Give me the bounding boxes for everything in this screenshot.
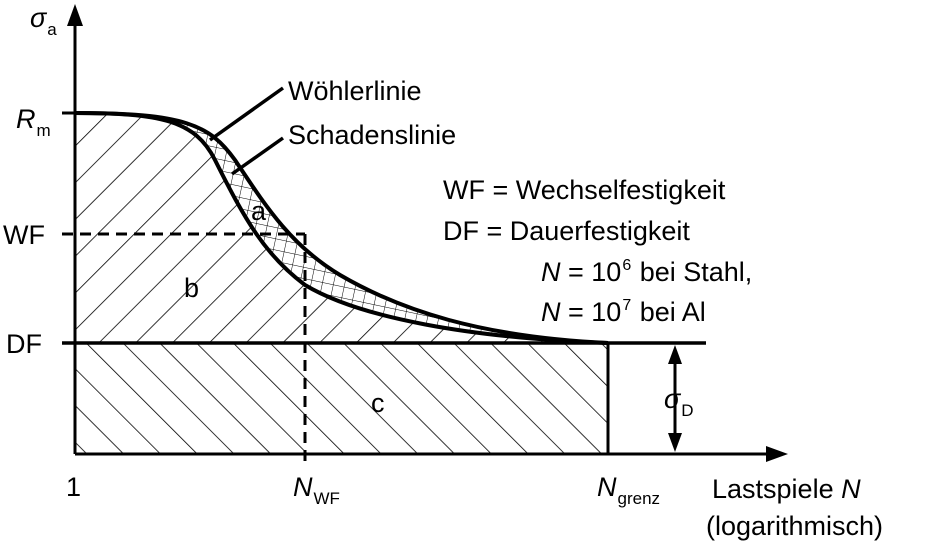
legend-wf: WF = Wechselfestigkeit <box>443 175 726 205</box>
legend-df: DF = Dauerfestigkeit <box>443 216 690 246</box>
legend-steel: N = 106 bei Stahl, <box>541 257 753 287</box>
region-a <box>75 113 608 343</box>
region-c <box>75 343 608 454</box>
y-axis-label: σa <box>30 3 57 39</box>
schaden-label: Schadenslinie <box>288 120 457 150</box>
sigma-d-arrowhead-top <box>668 345 682 364</box>
y-axis-arrowhead <box>67 4 83 26</box>
x-tick-origin: 1 <box>66 472 82 502</box>
x-axis-label: Lastspiele N <box>712 474 861 504</box>
region-b <box>75 113 608 343</box>
sigma-d-arrowhead-bottom <box>668 433 682 452</box>
damage-curve <box>74 111 609 345</box>
region-c-label: c <box>371 388 385 418</box>
x-tick-nwf: NWF <box>293 472 340 508</box>
region-a-label: a <box>251 196 267 226</box>
legend-al: N = 107 bei Al <box>541 297 706 327</box>
wf-label: WF <box>3 220 45 250</box>
woehler-leader <box>208 86 285 142</box>
region-b-label: b <box>184 273 200 303</box>
woehler-curve <box>74 111 609 345</box>
rm-label: Rm <box>16 104 51 140</box>
sigma-d-label: σD <box>664 384 694 420</box>
x-tick-ngrenz: Ngrenz <box>597 472 661 508</box>
schaden-leader <box>230 136 285 176</box>
x-axis-arrowhead <box>766 446 788 462</box>
x-axis-label-line2: (logarithmisch) <box>706 511 884 541</box>
df-label: DF <box>6 329 42 359</box>
woehler-label: Wöhlerlinie <box>288 76 422 106</box>
